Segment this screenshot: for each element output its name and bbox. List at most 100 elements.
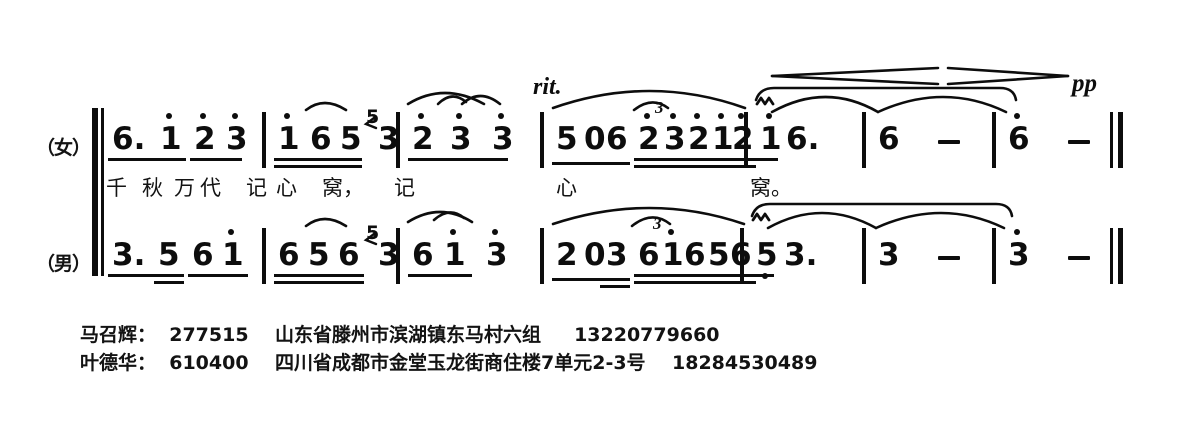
female-note: 6 — [1008, 121, 1030, 157]
female-note: 6 — [310, 121, 332, 157]
female-octave-dot-high — [644, 113, 650, 119]
tie-female-arch-b — [876, 95, 1008, 114]
lyric-syllable: 窝。 — [750, 176, 792, 200]
female-beam — [756, 158, 778, 161]
system-brace — [92, 108, 106, 276]
female-note: 6 — [878, 121, 900, 157]
male-final-barline — [1110, 228, 1124, 284]
male-beam — [408, 274, 472, 277]
male-note: 3 — [606, 237, 628, 273]
slur-female-m4-phrase — [551, 89, 747, 110]
female-note: 1 — [278, 121, 300, 157]
female-note: 3 — [226, 121, 248, 157]
female-note: 1 — [760, 121, 782, 157]
female-octave-dot-high — [418, 113, 424, 119]
male-octave-dot-high — [450, 229, 456, 235]
female-beam — [634, 158, 756, 161]
male-beam — [634, 274, 756, 277]
tie-female-long-outer — [754, 86, 1018, 102]
female-barline — [262, 112, 266, 168]
slur-male-m3-inner — [432, 211, 466, 222]
male-barline — [992, 228, 996, 284]
female-note: 2 — [732, 121, 754, 157]
female-beam — [274, 165, 362, 168]
triplet-number-male: 3 — [653, 214, 662, 233]
female-octave-dot-high — [738, 113, 744, 119]
female-barline — [862, 112, 866, 168]
female-barline — [540, 112, 544, 168]
lyric-syllable: 千 — [106, 176, 127, 200]
male-note: 6 — [278, 237, 300, 273]
female-note: 2 — [688, 121, 710, 157]
slur-male-m4-phrase — [551, 206, 746, 226]
male-note: 3 — [878, 237, 900, 273]
lyric-syllable: 记 — [394, 176, 415, 200]
male-barline — [540, 228, 544, 284]
slur-female-m2 — [304, 101, 348, 112]
female-octave-dot-high — [284, 113, 290, 119]
male-barline — [740, 228, 744, 284]
male-sustain-dash — [1068, 256, 1090, 260]
female-octave-dot-high — [694, 113, 700, 119]
male-beam — [600, 285, 630, 288]
male-note: 6 — [412, 237, 434, 273]
male-note: 6 — [638, 237, 660, 273]
slur-male-m2 — [304, 217, 348, 228]
female-octave-dot-high — [1014, 113, 1020, 119]
male-note: 6 — [192, 237, 214, 273]
male-note: 3 — [1008, 237, 1030, 273]
slur-female-m3-inner-b — [460, 94, 502, 106]
triplet-number-female: 3 — [655, 98, 664, 117]
female-note: 2 — [412, 121, 434, 157]
female-note: 2 — [638, 121, 660, 157]
female-octave-dot-high — [166, 113, 172, 119]
female-note: 6. — [112, 121, 146, 157]
male-beam — [188, 274, 248, 277]
pp-dynamic-marking: pp — [1072, 70, 1097, 97]
male-note: 5 — [308, 237, 330, 273]
male-octave-dot-high — [492, 229, 498, 235]
male-barline — [862, 228, 866, 284]
male-sustain-dash — [938, 256, 960, 260]
male-note: 5 — [756, 237, 778, 273]
slur-female-m3-inner-a — [436, 95, 468, 106]
female-note: 2 — [194, 121, 216, 157]
male-note: 0 — [584, 237, 606, 273]
tie-male-arch-a — [766, 211, 878, 230]
male-note: 5 — [708, 237, 730, 273]
male-barline — [396, 228, 400, 284]
lyric-syllable: 秋 — [142, 176, 163, 200]
female-note: 1 — [160, 121, 182, 157]
female-beam — [634, 165, 756, 168]
female-sustain-dash — [938, 140, 960, 144]
female-beam — [274, 158, 362, 161]
male-note: 3 — [486, 237, 508, 273]
male-note: 6 — [338, 237, 360, 273]
female-barline — [744, 112, 748, 168]
male-note: 1 — [662, 237, 684, 273]
hairpin-decrescendo-bottom — [946, 74, 1070, 86]
triplet-bracket-male — [630, 216, 672, 228]
female-note: 1 — [712, 121, 734, 157]
lyric-syllable: 记 — [246, 176, 267, 200]
female-note: 3 — [664, 121, 686, 157]
female-beam — [408, 158, 508, 161]
male-octave-dot-high — [668, 229, 674, 235]
male-barline — [262, 228, 266, 284]
hairpin-crescendo-top — [770, 66, 940, 78]
lyric-syllable: 代 — [200, 176, 221, 200]
slur-female-m3-outer — [406, 91, 486, 106]
tie-female-arch-a — [770, 95, 880, 114]
tie-male-long-outer — [750, 202, 1014, 218]
female-barline — [396, 112, 400, 168]
male-beam — [752, 274, 774, 277]
male-note: 6 — [684, 237, 706, 273]
female-beam — [108, 158, 186, 161]
footer-line-1: 马召辉： 277515 山东省滕州市滨湖镇东马村六组 13220779660 — [80, 324, 720, 346]
female-octave-dot-high — [456, 113, 462, 119]
male-beam — [108, 274, 184, 277]
part-label-male: （男） — [36, 253, 91, 275]
female-beam — [190, 158, 242, 161]
male-note: 3. — [784, 237, 818, 273]
